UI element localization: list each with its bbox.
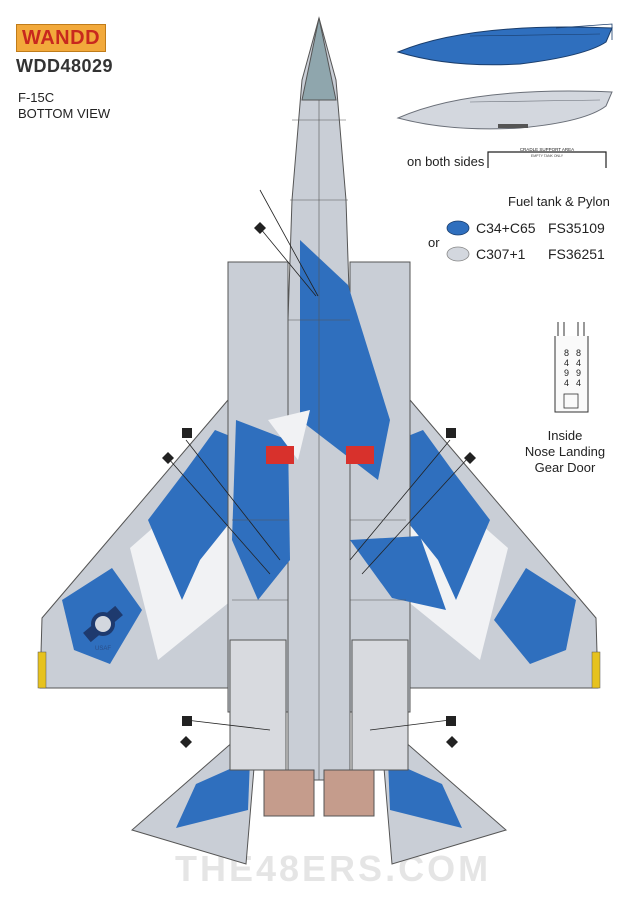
right-nozzle xyxy=(323,769,375,817)
placement-lines xyxy=(167,189,469,731)
star-insignia xyxy=(83,605,123,643)
legend-fs-grey: FS36251 xyxy=(548,246,605,262)
body-white-1 xyxy=(268,410,310,460)
panel-lines xyxy=(232,100,406,780)
left-stab-camo xyxy=(176,760,250,828)
legend-or: or xyxy=(428,235,440,250)
gear-digit-6: 4 xyxy=(576,358,581,368)
gear-digit-5: 8 xyxy=(576,348,581,358)
left-engine-bay xyxy=(229,639,287,771)
marker-diamond-top xyxy=(254,222,266,234)
gear-digit-1: 8 xyxy=(564,348,569,358)
gear-digit-2: 4 xyxy=(564,358,569,368)
body-camo-1 xyxy=(300,240,390,480)
legend-title: Fuel tank & Pylon xyxy=(508,194,610,209)
f15-aircraft: USAF xyxy=(37,16,601,865)
legend-fs-blue: FS35109 xyxy=(548,220,605,236)
marker-square-left-2 xyxy=(182,716,192,726)
body-camo-2 xyxy=(232,420,290,600)
fuel-tank-grey xyxy=(396,90,613,130)
right-stab-camo xyxy=(388,760,462,828)
gear-digit-8: 4 xyxy=(576,378,581,388)
body-camo-3 xyxy=(350,536,446,610)
gear-digit-3: 9 xyxy=(564,368,569,378)
legend-code-blue: C34+C65 xyxy=(476,220,536,236)
view-title: BOTTOM VIEW xyxy=(18,106,111,121)
radome xyxy=(301,17,337,101)
marker-diamond-right-2 xyxy=(446,736,458,748)
right-engine-bay xyxy=(351,639,409,771)
gear-digit-7: 9 xyxy=(576,368,581,378)
insignia-text: USAF xyxy=(95,646,111,652)
marker-square-right-2 xyxy=(446,716,456,726)
gear-door-label-1: Inside xyxy=(547,428,583,443)
right-tip-stripe xyxy=(591,651,601,689)
brand-text: WANDD xyxy=(21,26,101,49)
fuel-tank-blue xyxy=(396,23,613,66)
red-panel-left xyxy=(266,446,294,464)
tank-side-note: on both sides xyxy=(407,154,485,169)
swatch-grey xyxy=(446,246,470,262)
marker-diamond-left-2 xyxy=(180,736,192,748)
cradle-sub: EMPTY TANK ONLY xyxy=(531,154,564,158)
swatch-blue xyxy=(446,220,470,236)
aircraft-model: F-15C xyxy=(18,90,55,105)
red-panel-right xyxy=(346,446,374,464)
left-tip-stripe xyxy=(37,651,47,689)
marker-square-left xyxy=(182,428,192,438)
gear-door-label-2: Nose Landing xyxy=(524,444,606,459)
product-code: WDD48029 xyxy=(16,56,114,76)
left-wing-camo-1 xyxy=(148,430,240,600)
nose-gear-door: 8 4 9 4 8 4 9 4 xyxy=(554,322,589,413)
gear-digit-4: 4 xyxy=(564,378,569,388)
cradle-label: CRADLE SUPPORT AREA xyxy=(520,147,574,152)
right-wing-camo-1 xyxy=(398,430,490,600)
gear-door-label-3: Gear Door xyxy=(534,460,596,475)
right-wing-camo-2 xyxy=(494,568,576,664)
marker-square-right xyxy=(446,428,456,438)
legend-code-grey: C307+1 xyxy=(476,246,526,262)
brand-logo: WANDD xyxy=(16,24,106,52)
cradle-marker: CRADLE SUPPORT AREA EMPTY TANK ONLY xyxy=(487,147,607,168)
marker-diamond-left xyxy=(162,452,174,464)
marker-diamond-right xyxy=(464,452,476,464)
left-nozzle xyxy=(263,769,315,817)
